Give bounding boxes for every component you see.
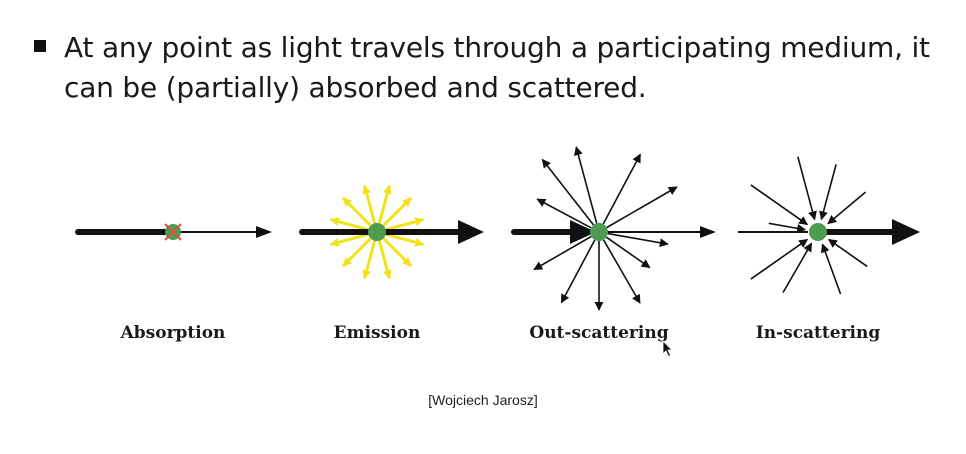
emission-ray [329, 232, 370, 247]
light-interaction-diagram: Absorption Emission Out-scattering In-sc… [75, 146, 920, 343]
emission-ray [362, 239, 377, 280]
emission-ray [341, 196, 373, 228]
beam-arrowhead [458, 220, 484, 244]
converging-ray [820, 243, 842, 295]
emission-ray [384, 217, 425, 232]
converging-ray [750, 238, 809, 280]
emission-rays [329, 184, 425, 280]
converging-ray [797, 156, 817, 221]
scattered-ray [602, 153, 642, 225]
converging-ray [819, 164, 837, 221]
attenuated-arrowhead [256, 226, 272, 238]
bullet-text: At any point as light travels through a … [64, 31, 930, 104]
absorption-panel [75, 223, 272, 241]
scattered-ray [573, 146, 598, 224]
scattered-rays [533, 146, 678, 311]
square-bullet-icon [34, 40, 46, 52]
emission-ray [329, 217, 370, 232]
incoming-arrowhead [570, 220, 596, 244]
scattered-ray [606, 186, 678, 229]
scattered-ray [533, 235, 592, 271]
emission-ray [381, 236, 413, 268]
emission-ray [377, 239, 392, 280]
outgoing-arrowhead [700, 226, 716, 238]
converging-ray [750, 184, 809, 226]
emission-ray [362, 184, 377, 225]
converging-ray [768, 222, 807, 233]
bullet-point: At any point as light travels through a … [34, 28, 954, 108]
caption-emission: Emission [334, 323, 421, 343]
scattered-ray [560, 239, 596, 304]
caption-in-scattering: In-scattering [756, 323, 881, 343]
converging-ray [782, 242, 813, 294]
caption-absorption: Absorption [120, 323, 226, 343]
scattered-ray [541, 158, 595, 226]
scattering-particle [590, 223, 608, 241]
emission-ray [381, 196, 413, 228]
scattered-ray [536, 198, 592, 229]
absorption-x-icon [164, 223, 182, 241]
out-scattering-panel [511, 146, 716, 311]
scattered-ray [602, 239, 641, 304]
emission-panel [299, 184, 484, 280]
emission-ray [341, 236, 373, 268]
converging-ray [827, 191, 867, 225]
caption-out-scattering: Out-scattering [529, 323, 668, 343]
incoming-scattered-rays [750, 156, 868, 295]
in-scattering-panel [738, 156, 920, 295]
emission-ray [377, 184, 392, 225]
converging-ray [827, 238, 868, 268]
emission-ray [384, 232, 425, 247]
image-credit: [Wojciech Jarosz] [428, 392, 538, 408]
emitting-particle [368, 223, 386, 241]
scattering-particle [809, 223, 827, 241]
scattered-ray [605, 236, 651, 269]
outgoing-arrowhead [892, 219, 920, 245]
scattered-ray [607, 232, 669, 248]
mouse-pointer-icon [662, 340, 673, 358]
